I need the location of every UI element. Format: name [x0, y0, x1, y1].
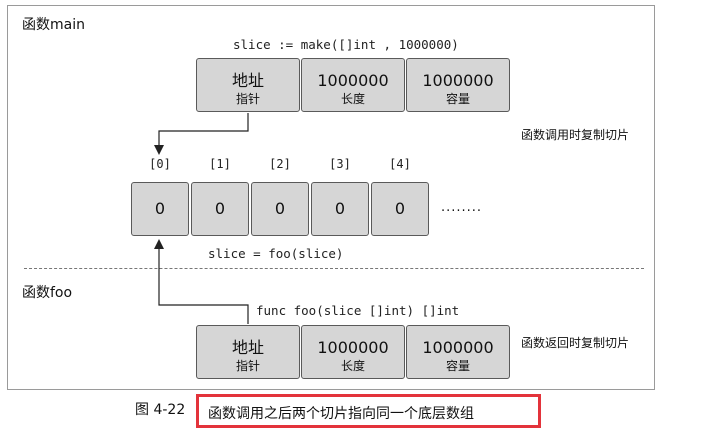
array-cell-1: 0: [191, 182, 249, 236]
main-length-value: 1000000: [317, 71, 389, 90]
array-cell-0: 0: [131, 182, 189, 236]
main-length-label: 长度: [340, 92, 365, 106]
main-pointer-label: 指针: [235, 92, 260, 106]
array-cell-4: 0: [371, 182, 429, 236]
make-code: slice := make([]int , 1000000): [233, 37, 459, 52]
main-capacity-value: 1000000: [422, 71, 494, 90]
foo-length-value: 1000000: [317, 338, 389, 357]
foo-section-label: 函数foo: [22, 285, 73, 301]
figure-caption: 函数调用之后两个切片指向同一个底层数组: [208, 406, 474, 422]
array-index-3: [3]: [329, 157, 351, 171]
array-index-4: [4]: [389, 157, 411, 171]
array-index-1: [1]: [209, 157, 231, 171]
array-cell-2: 0: [251, 182, 309, 236]
main-pointer-box: 地址 指针: [196, 58, 300, 112]
array-cell-3: 0: [311, 182, 369, 236]
main-section-label: 函数main: [22, 17, 85, 33]
foo-capacity-value: 1000000: [422, 338, 494, 357]
main-pointer-arrow: [154, 113, 249, 155]
call-copy-note: 函数调用时复制切片: [521, 128, 630, 142]
foo-pointer-value: 地址: [231, 338, 264, 357]
section-divider: [24, 268, 644, 269]
array-ellipsis: ........: [441, 200, 483, 215]
func-signature-code: func foo(slice []int) []int: [256, 303, 460, 318]
return-copy-note: 函数返回时复制切片: [521, 336, 630, 350]
foo-pointer-arrow: [154, 239, 249, 324]
assign-code: slice = foo(slice): [208, 246, 344, 261]
foo-length-label: 长度: [340, 359, 365, 373]
foo-pointer-label: 指针: [235, 359, 260, 373]
foo-capacity-label: 容量: [445, 359, 470, 373]
array-index-0: [0]: [149, 157, 171, 171]
main-capacity-box: 1000000 容量: [406, 58, 510, 112]
main-capacity-label: 容量: [445, 92, 470, 106]
figure-number: 图 4-22: [135, 402, 186, 418]
main-length-box: 1000000 长度: [301, 58, 405, 112]
caption-highlight: 函数调用之后两个切片指向同一个底层数组: [196, 394, 541, 428]
main-pointer-value: 地址: [231, 71, 264, 90]
foo-length-box: 1000000 长度: [301, 325, 405, 379]
foo-pointer-box: 地址 指针: [196, 325, 300, 379]
foo-capacity-box: 1000000 容量: [406, 325, 510, 379]
array-index-2: [2]: [269, 157, 291, 171]
